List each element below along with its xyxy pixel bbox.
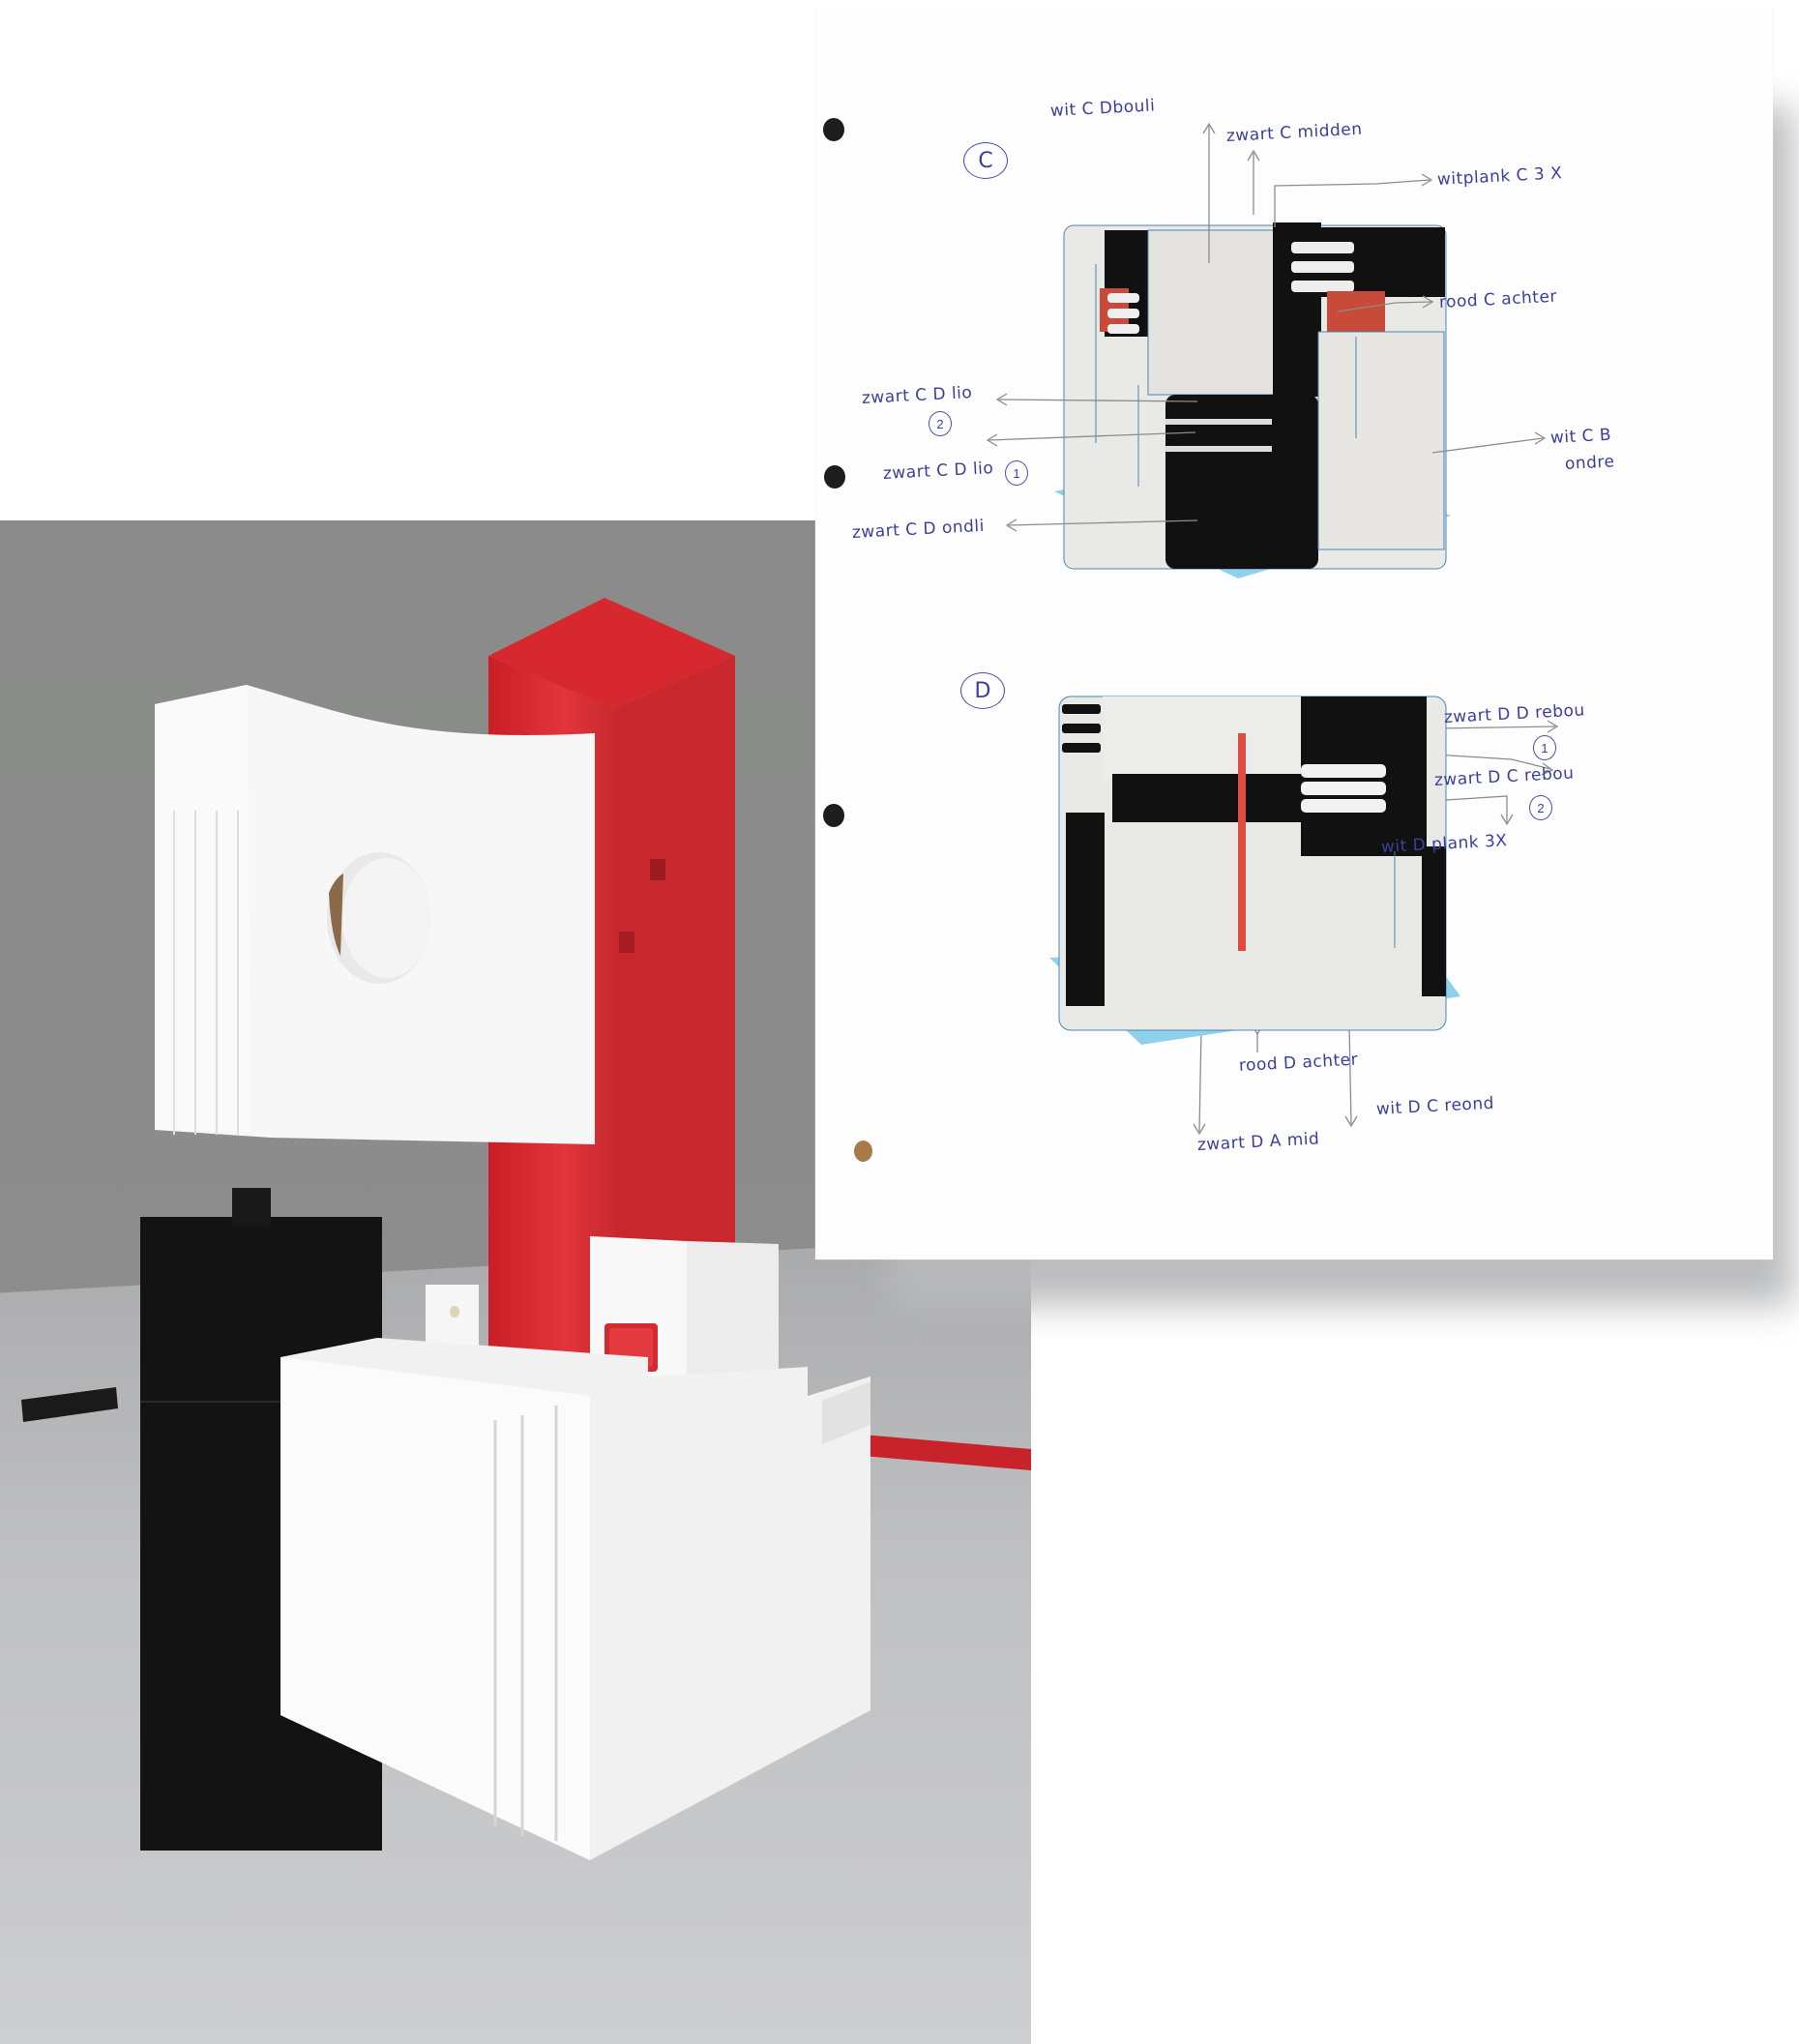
white-stepped-base <box>280 1338 870 1860</box>
model-rendering-d <box>1049 696 1460 1045</box>
punch-hole <box>854 1140 872 1162</box>
white-slab-with-hole <box>155 685 595 1144</box>
part-label-ondre: ondre <box>1564 452 1615 474</box>
badge-1: 1 <box>1533 735 1556 760</box>
badge-2: 2 <box>929 411 952 436</box>
model-rendering-c <box>1054 222 1451 578</box>
punch-hole <box>823 804 844 827</box>
punch-hole <box>824 465 845 489</box>
section-marker-c: C <box>963 142 1008 179</box>
punch-hole <box>823 118 844 141</box>
black-connector <box>232 1188 271 1227</box>
badge-2: 2 <box>1529 795 1552 820</box>
section-marker-d: D <box>960 672 1005 709</box>
part-label-wit-cb: wit C B <box>1549 425 1612 448</box>
annotated-sketch-sheet: C <box>815 10 1773 1259</box>
badge-1: 1 <box>1005 460 1028 486</box>
